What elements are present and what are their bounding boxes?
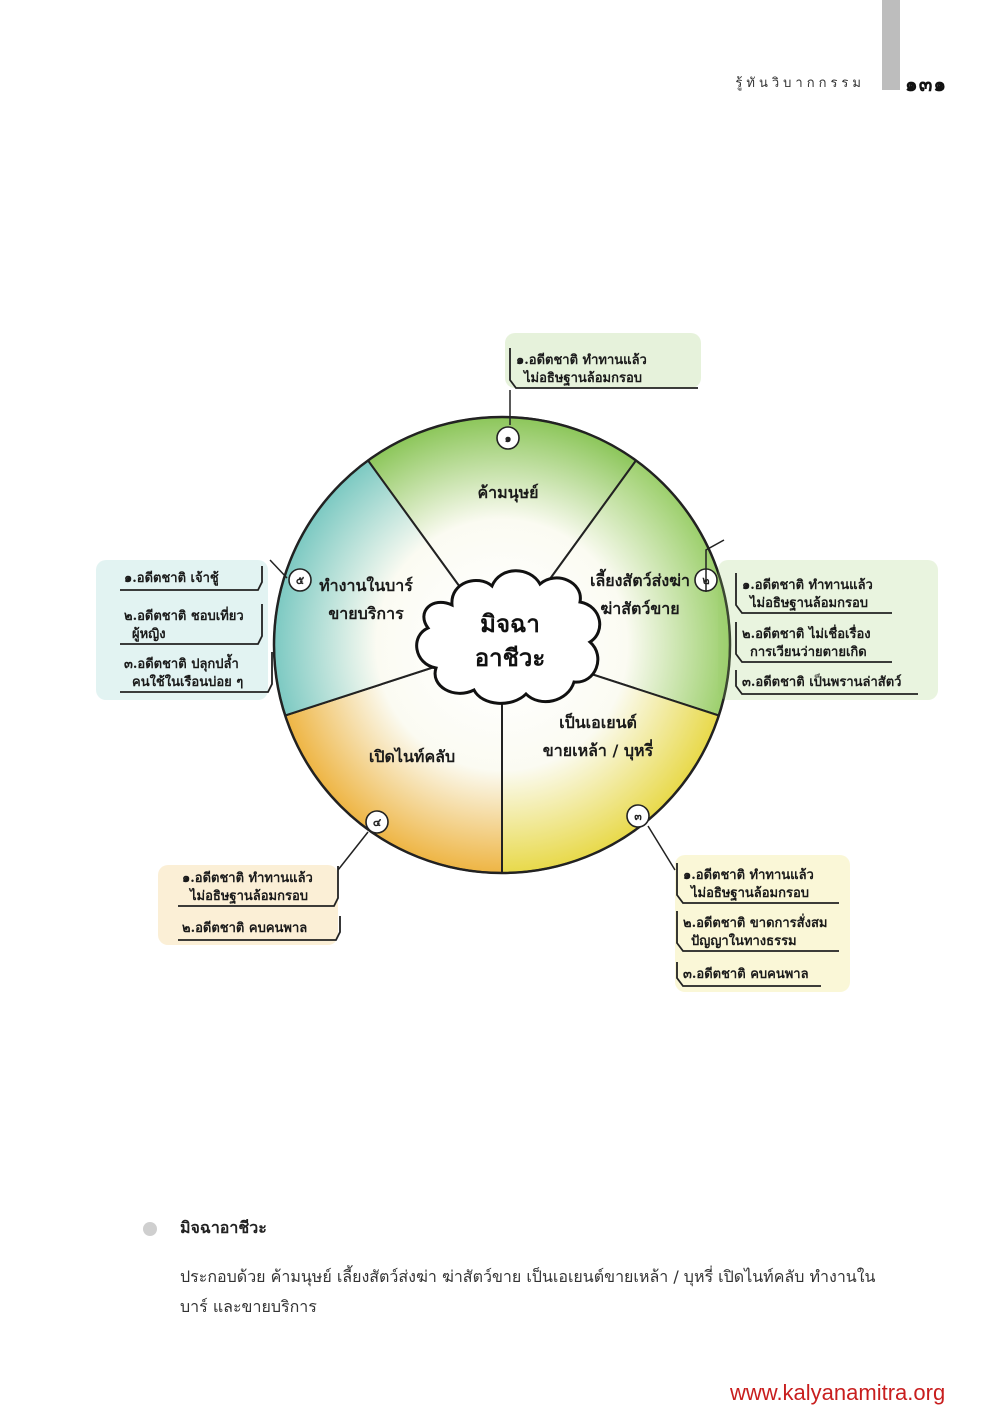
connector-line-3	[647, 825, 676, 871]
wheel: ค้ามนุษย์๑เลี้ยงสัตว์ส่งฆ่าฆ่าสัตว์ขาย๒เ…	[272, 415, 732, 875]
note-underline	[676, 863, 839, 904]
page-number: ๑๓๑	[905, 72, 948, 96]
note-text: ๒.อดีตชาติ ไม่เชื่อเรื่อง	[742, 624, 871, 642]
segment-label-1: ค้ามนุษย์	[477, 483, 538, 503]
connector-line-4	[337, 831, 369, 871]
section-title: มิจฉาอาชีวะ	[180, 1218, 267, 1237]
note-box-bg-1	[505, 333, 701, 388]
note-underline	[735, 622, 892, 663]
note-underline	[178, 866, 339, 907]
note-text: การเวียนว่ายตายเกิด	[750, 644, 867, 660]
page-edge-bar	[882, 0, 900, 90]
segment-label-5: ขายบริการ	[328, 604, 404, 623]
segment-number-badge-1	[496, 426, 520, 450]
note-text: ๓.อดีตชาติ คบคนพาล	[683, 966, 809, 982]
note-text: ไม่อธิษฐานล้อมกรอบ	[522, 369, 642, 387]
note-text: ไม่อธิษฐานล้อมกรอบ	[188, 887, 308, 905]
note-box-bg-5	[96, 560, 268, 700]
segment-label-2: ฆ่าสัตว์ขาย	[600, 599, 679, 618]
note-text: ๒.อดีตชาติ คบคนพาล	[182, 920, 307, 936]
note-underline	[120, 566, 263, 591]
diagram: ค้ามนุษย์๑เลี้ยงสัตว์ส่งฆ่าฆ่าสัตว์ขาย๒เ…	[96, 333, 938, 992]
connector-line-2	[705, 539, 725, 592]
note-boxes: ๑.อดีตชาติ ทำทานแล้วไม่อธิษฐานล้อมกรอบ๑.…	[96, 333, 938, 992]
segment-number-5: ๕	[296, 574, 305, 587]
note-underline	[735, 670, 918, 695]
note-underline	[676, 962, 821, 987]
running-header: รู้ทันวิบากกรรม	[735, 76, 865, 91]
section-body: ประกอบด้วย ค้ามนุษย์ เลี้ยงสัตว์ส่งฆ่า ฆ…	[180, 1267, 876, 1316]
note-box-bg-3	[675, 855, 850, 992]
note-text: ๒.อดีตชาติ ชอบเที่ยว	[124, 606, 244, 624]
segment-number-badge-3	[626, 804, 650, 828]
note-underline	[178, 916, 341, 941]
note-text: ๑.อดีตชาติ ทำทานแล้ว	[683, 867, 814, 883]
note-box-bg-2	[718, 560, 938, 700]
footer-url[interactable]: www.kalyanamitra.org	[730, 1380, 946, 1405]
note-text: ๑.อดีตชาติ ทำทานแล้ว	[516, 352, 647, 368]
center-cloud	[415, 569, 602, 705]
segment-label-2: เลี้ยงสัตว์ส่งฆ่า	[590, 568, 690, 590]
segment-number-badge-4	[365, 810, 389, 834]
note-text: คนใช้ในเรือนบ่อย ๆ	[132, 673, 243, 690]
center-label: มิจฉา	[480, 609, 540, 638]
segment-number-3: ๓	[634, 810, 642, 823]
note-text: ๑.อดีตชาติ ทำทานแล้ว	[742, 577, 873, 593]
note-underline	[509, 348, 698, 389]
note-box-bg-4	[158, 865, 338, 945]
note-underline	[735, 573, 892, 614]
note-text: ปัญญาในทางธรรม	[691, 932, 797, 949]
segment-number-1: ๑	[505, 432, 512, 445]
note-text: ไม่อธิษฐานล้อมกรอบ	[689, 884, 809, 902]
note-text: ๑.อดีตชาติ เจ้าชู้	[124, 570, 219, 586]
segment-label-5: ทำงานในบาร์	[319, 576, 413, 595]
note-text: ไม่อธิษฐานล้อมกรอบ	[748, 594, 868, 612]
note-text: ๓.อดีตชาติ เป็นพรานล่าสัตว์	[742, 672, 901, 690]
segment-number-4: ๔	[373, 816, 382, 829]
note-underline	[120, 604, 263, 645]
segment-number-badge-5	[288, 568, 312, 592]
note-underline	[120, 652, 273, 693]
segment-label-3: เป็นเอเยนต์	[559, 711, 637, 732]
note-text: ๑.อดีตชาติ ทำทานแล้ว	[182, 870, 313, 886]
segment-label-3: ขายเหล้า / บุหรี่	[543, 739, 654, 761]
note-text: ผู้หญิง	[132, 626, 166, 642]
wheel-outline	[272, 415, 732, 875]
note-text: ๓.อดีตชาติ ปลุกปล้ำ	[124, 653, 239, 672]
bullet-icon	[143, 1222, 157, 1236]
segment-label-4: เปิดไนท์คลับ	[369, 747, 455, 766]
center-label: อาชีวะ	[475, 643, 546, 672]
note-text: ๒.อดีตชาติ ขาดการสั่งสม	[683, 913, 827, 931]
connector-line-5	[269, 559, 288, 579]
note-underline	[676, 911, 839, 952]
